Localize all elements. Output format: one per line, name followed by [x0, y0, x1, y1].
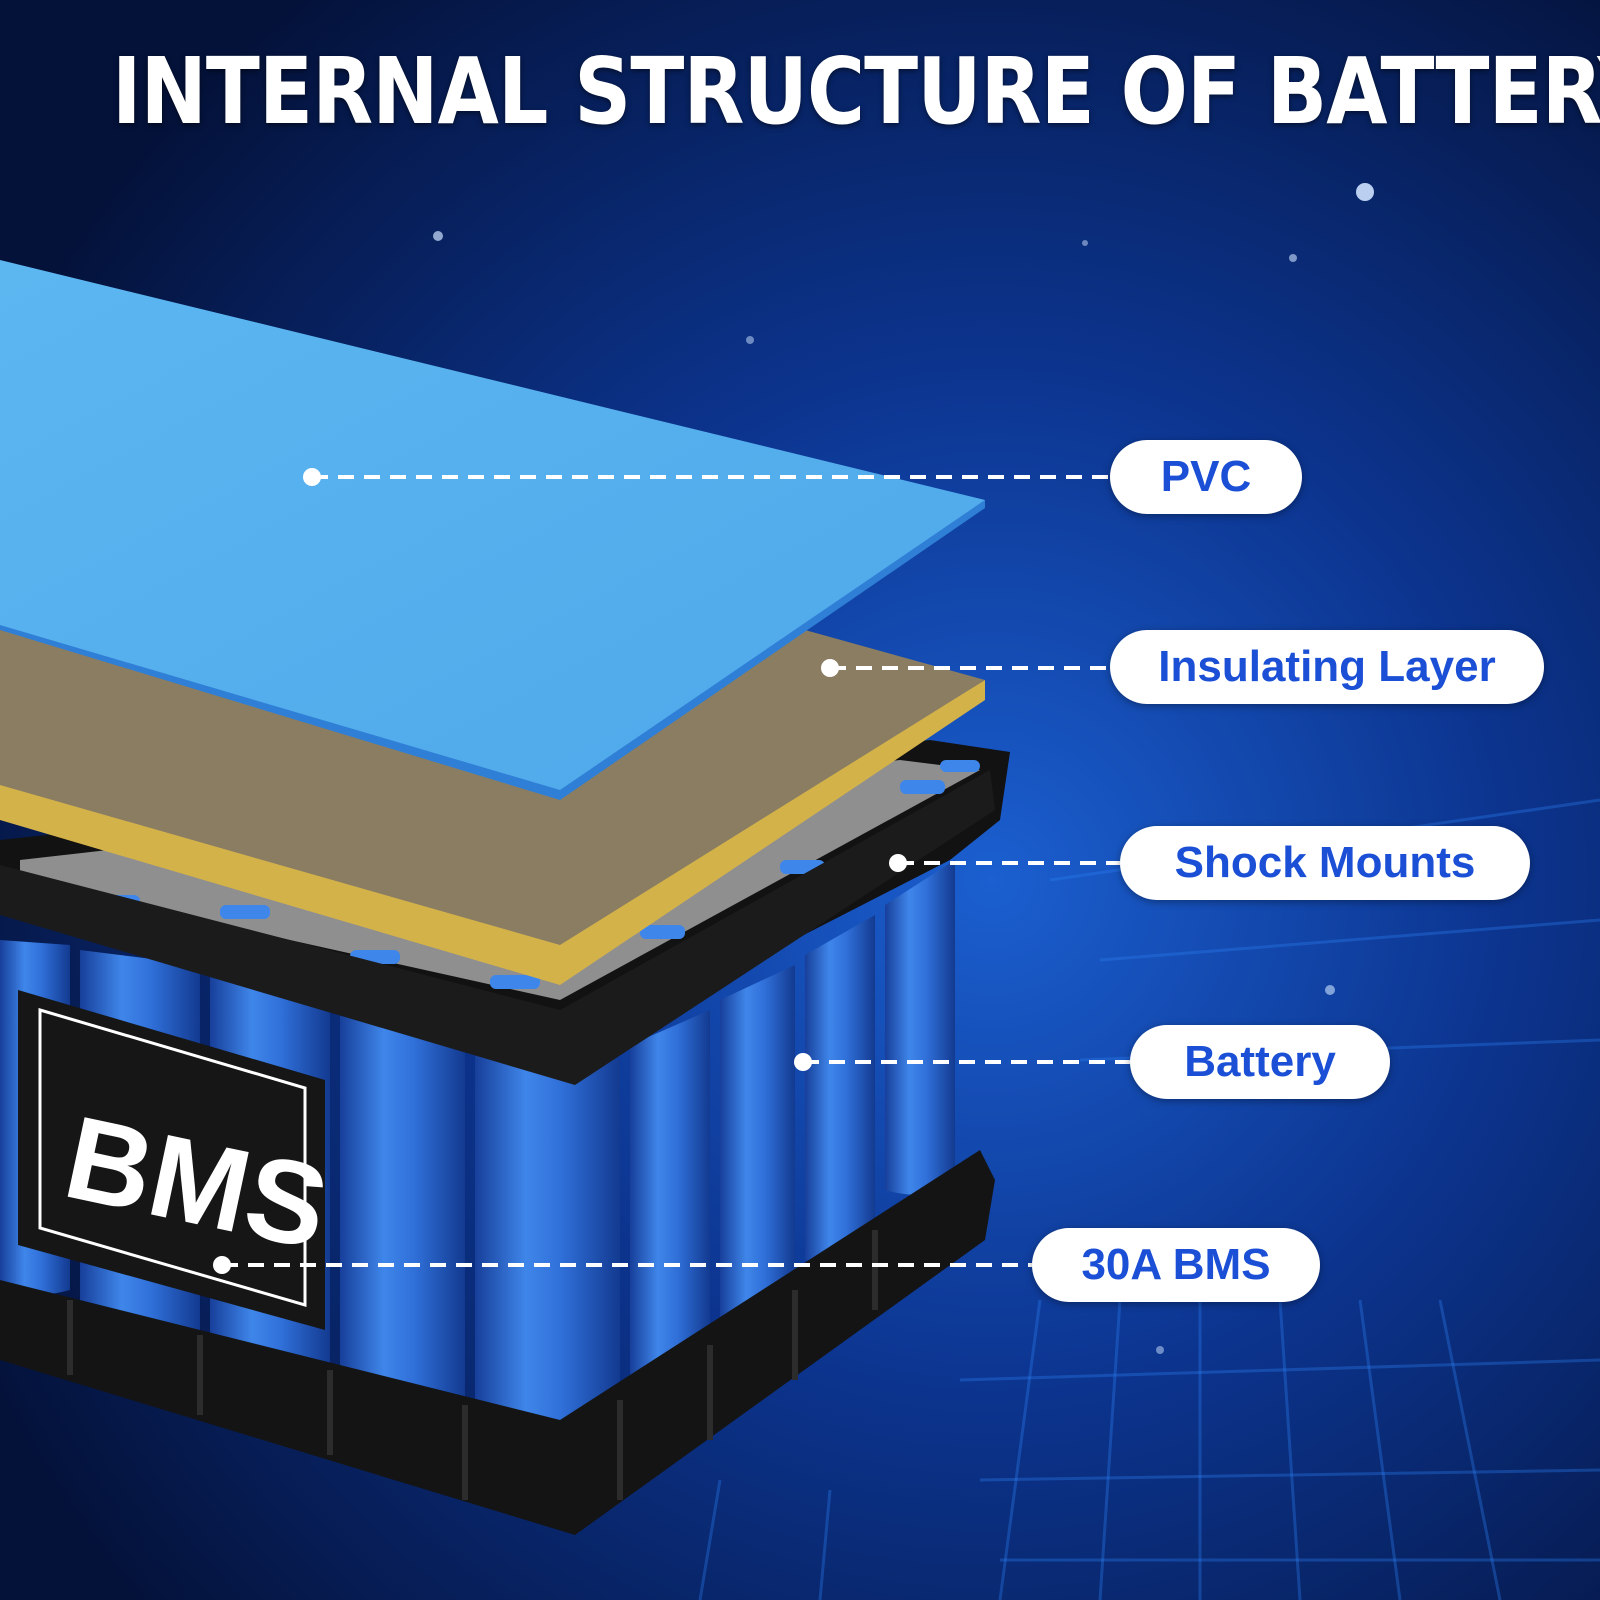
- label-shock-mounts: Shock Mounts: [1120, 826, 1530, 900]
- battery-dot: [794, 1053, 812, 1071]
- pvc-dot: [303, 468, 321, 486]
- label-pvc: PVC: [1110, 440, 1302, 514]
- holder-bottom-ribs: [67, 1230, 878, 1500]
- label-insulating-layer: Insulating Layer: [1110, 630, 1544, 704]
- holder-top-lip: [0, 770, 995, 1085]
- bms-badge: BMS: [18, 990, 339, 1330]
- cell: [720, 965, 795, 1335]
- cell-top-caps: [90, 760, 980, 989]
- cell: [630, 1010, 710, 1395]
- shock-mounts-dot: [889, 854, 907, 872]
- cell: [340, 1005, 465, 1418]
- bms-dot: [213, 1256, 231, 1274]
- cell: [475, 1040, 620, 1458]
- insulating-layer-dot: [821, 659, 839, 677]
- pvc-sheet: [0, 260, 985, 790]
- insulating-layer-sheet: [0, 630, 985, 945]
- cell: [805, 915, 875, 1265]
- leader-dots: [213, 468, 907, 1274]
- label-battery: Battery: [1130, 1025, 1390, 1099]
- page-title: INTERNAL STRUCTURE OF BATTERY: [112, 38, 1600, 145]
- cell: [885, 860, 955, 1195]
- battery-cells: [0, 860, 955, 1458]
- sparkles: [433, 183, 1374, 1354]
- label-bms: 30A BMS: [1032, 1228, 1320, 1302]
- leader-lines: [222, 475, 1130, 1267]
